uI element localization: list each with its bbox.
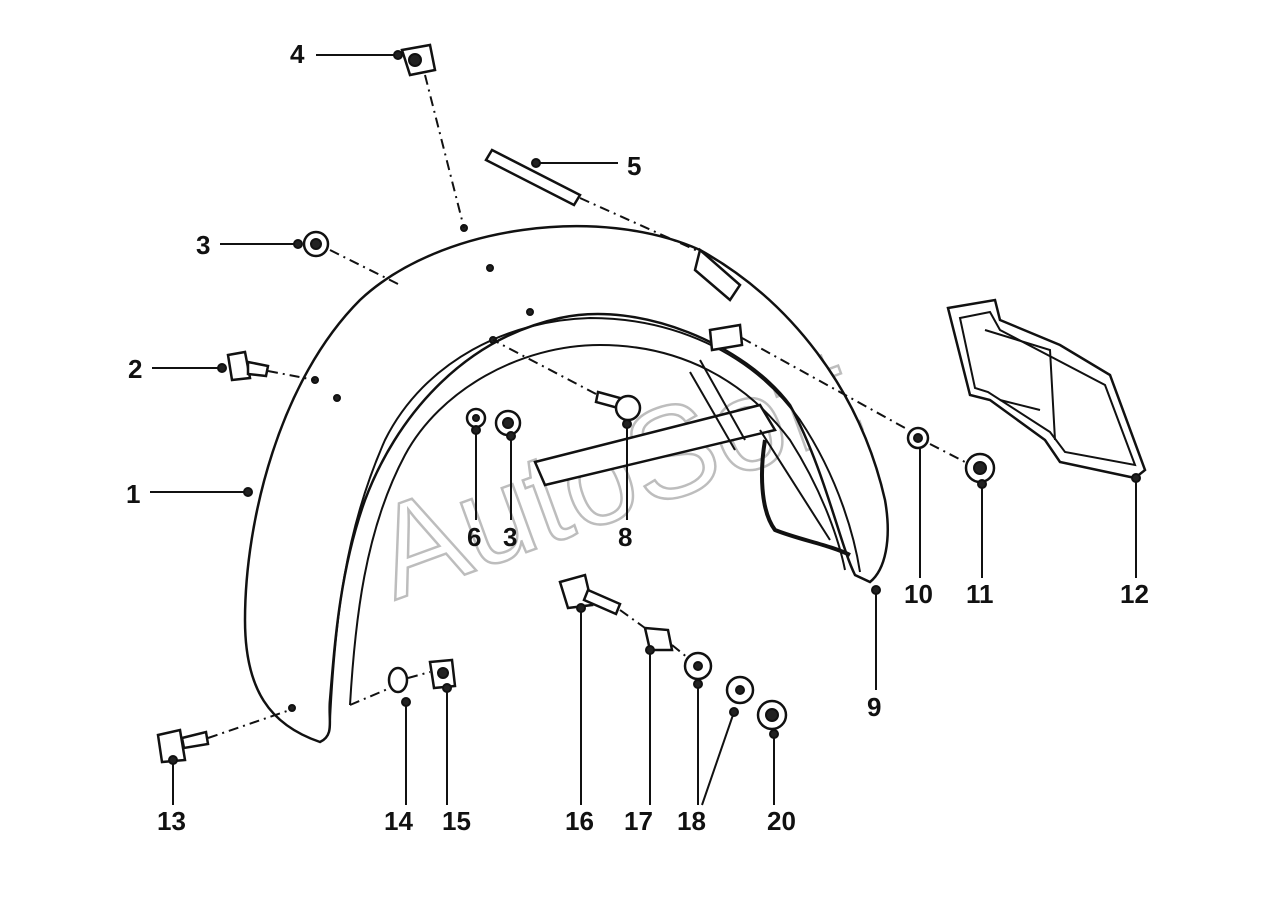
callout-11: 11 xyxy=(966,579,994,609)
callout-3-upper: 3 xyxy=(196,230,210,260)
part-14-washer xyxy=(349,666,431,706)
part-8-screw xyxy=(492,339,642,422)
part-13-bolt xyxy=(156,709,291,764)
callout-labels: 4 5 3 2 1 6 3 8 10 11 12 9 13 14 15 16 1… xyxy=(126,39,1149,836)
part-12-plate-holder xyxy=(946,298,1147,480)
fender xyxy=(243,224,889,744)
part-6-washer xyxy=(465,407,487,429)
part-20-nut xyxy=(756,699,788,731)
callout-13: 13 xyxy=(157,806,186,836)
callout-16: 16 xyxy=(565,806,594,836)
part-15-nut xyxy=(428,658,457,690)
callout-14: 14 xyxy=(384,806,413,836)
callout-3-lower: 3 xyxy=(503,522,517,552)
callout-5: 5 xyxy=(627,151,641,181)
leader-lines xyxy=(150,50,1141,806)
part-16-bolt xyxy=(558,573,646,629)
callout-17: 17 xyxy=(624,806,653,836)
part-3-nut xyxy=(302,230,401,286)
callout-2: 2 xyxy=(128,354,142,384)
part-18-washer xyxy=(683,651,755,705)
part-11-nut xyxy=(964,452,996,484)
callout-18: 18 xyxy=(677,806,706,836)
part-5-pin xyxy=(484,148,701,253)
part-2-bolt xyxy=(226,350,316,382)
callout-1: 1 xyxy=(126,479,140,509)
part-4-screw xyxy=(400,43,465,229)
callout-6: 6 xyxy=(467,522,481,552)
callout-9: 9 xyxy=(867,692,881,722)
part-17-spacer xyxy=(643,626,689,659)
callout-12: 12 xyxy=(1120,579,1149,609)
callout-10: 10 xyxy=(904,579,933,609)
callout-20: 20 xyxy=(767,806,796,836)
part-10-washer xyxy=(741,337,966,463)
callout-15: 15 xyxy=(442,806,471,836)
callout-8: 8 xyxy=(618,522,632,552)
callout-4: 4 xyxy=(290,39,305,69)
part-3-nut-lower xyxy=(494,409,522,437)
